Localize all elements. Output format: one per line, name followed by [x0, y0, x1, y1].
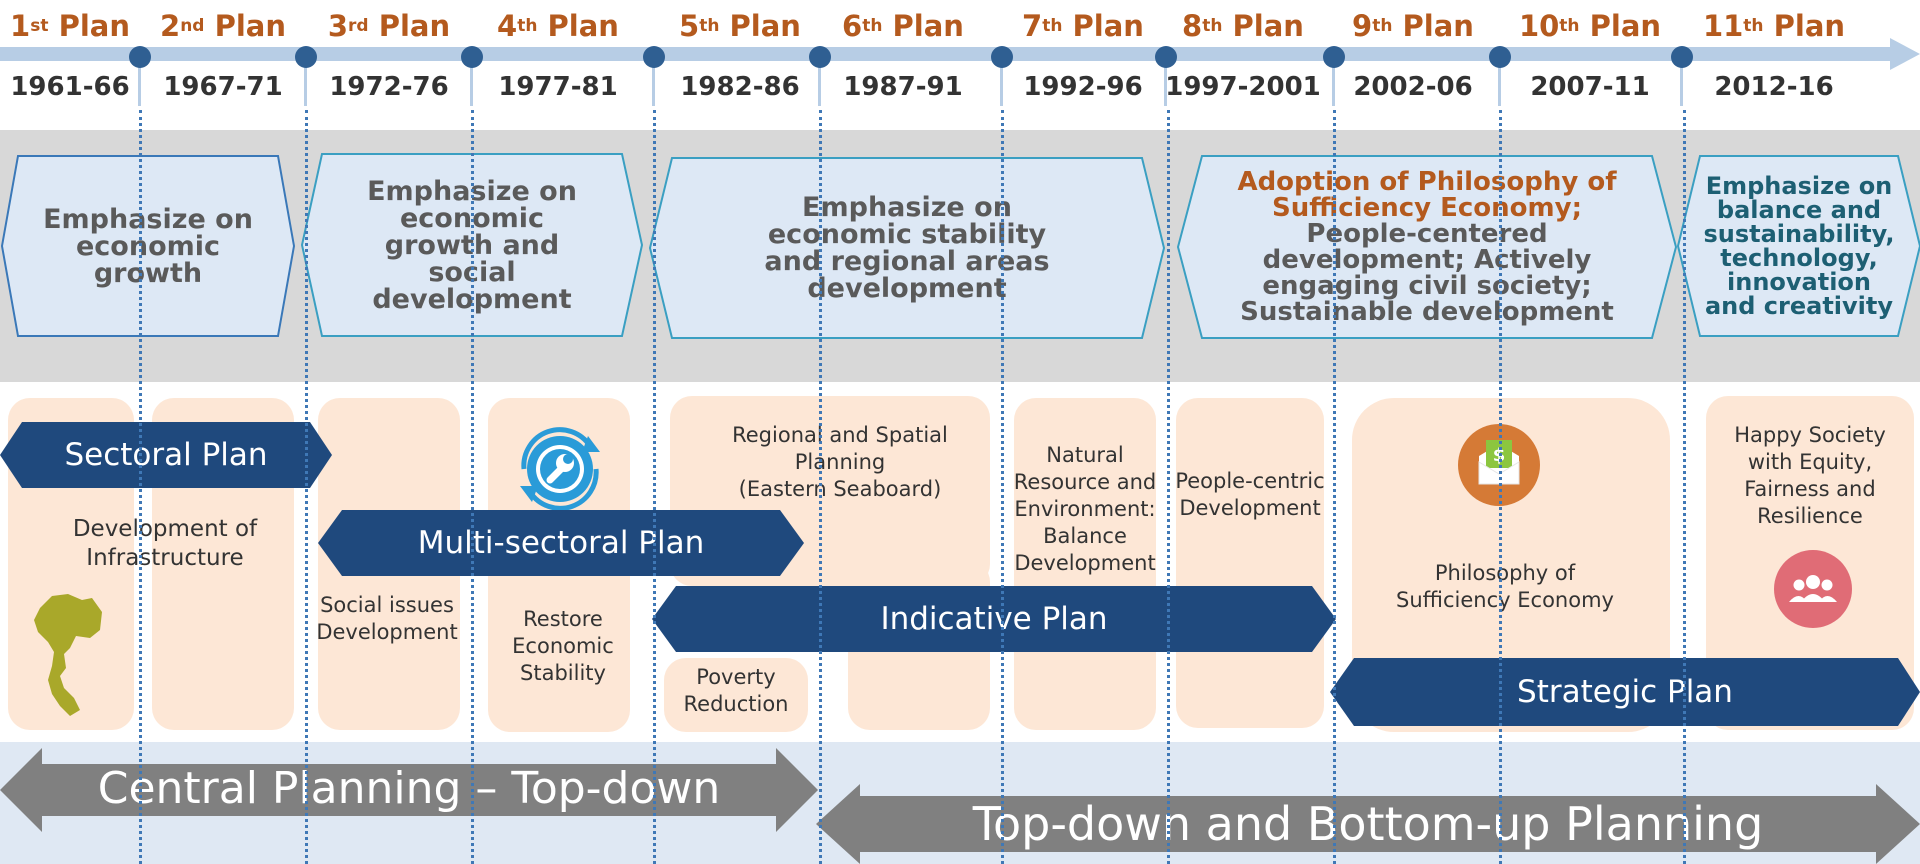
sectoral-plan-label: Sectoral Plan	[64, 437, 268, 473]
emphasis-text: Emphasize on economic growth	[43, 203, 253, 289]
plan-years-11: 2012-16	[1714, 72, 1834, 102]
timeline-dot	[1323, 46, 1345, 68]
indicative-plan-label: Indicative Plan	[880, 601, 1108, 637]
multisectoral-plan-arrow: Multi-sectoral Plan	[318, 510, 804, 576]
focus-text-regional: Regional and Spatial Planning (Eastern S…	[732, 423, 948, 501]
timeline-dot	[1671, 46, 1693, 68]
emphasis-text: People-centered development; Actively en…	[1240, 219, 1614, 327]
central-planning-label: Central Planning – Top-down	[97, 762, 721, 814]
focus-card	[1176, 398, 1324, 728]
timeline-tick	[1680, 62, 1683, 106]
focus-card	[664, 658, 808, 732]
plan-years-5: 1982-86	[680, 72, 800, 102]
focus-text-natural: Natural Resource and Environment: Balanc…	[1013, 443, 1157, 575]
focus-text-restore: Restore Economic Stability	[512, 607, 614, 685]
plan-years-10: 2007-11	[1530, 72, 1650, 102]
timeline-tick	[1332, 62, 1335, 106]
plan-divider	[819, 110, 822, 864]
emphasis-hexagon-1: Emphasize on economic growth	[0, 155, 296, 337]
focus-text-infrastructure: Development of Infrastructure	[72, 516, 258, 572]
timeline-tick	[304, 62, 307, 106]
plan-years-2: 1967-71	[163, 72, 283, 102]
emphasis-text: Emphasize on economic stability and regi…	[764, 192, 1050, 304]
wrench-cycle-icon	[510, 424, 610, 514]
people-group-icon	[1774, 550, 1852, 628]
timeline-arrow	[0, 38, 1920, 70]
thailand-map-icon	[34, 594, 102, 716]
plan-divider	[1001, 110, 1004, 864]
timeline-dot	[991, 46, 1013, 68]
timeline-dot	[643, 46, 665, 68]
timeline-dot	[461, 46, 483, 68]
timeline-dot	[295, 46, 317, 68]
timeline-tick	[470, 62, 473, 106]
timeline-dot	[809, 46, 831, 68]
plan-divider	[1499, 110, 1502, 864]
emphasis-text: Emphasize on economic growth and social …	[367, 175, 577, 315]
focus-text-social: Social issues Development	[316, 593, 458, 644]
emphasis-hexagon-4: Adoption of Philosophy of Sufficiency Ec…	[1176, 155, 1678, 339]
plan-years-7: 1992-96	[1023, 72, 1143, 102]
emphasis-accent-text: Adoption of Philosophy of Sufficiency Ec…	[1237, 167, 1617, 223]
plan-years-3: 1972-76	[329, 72, 449, 102]
focus-card	[1014, 398, 1156, 730]
focus-text-sufficiency: Philosophy of Sufficiency Economy	[1396, 561, 1614, 612]
plan-divider	[1683, 110, 1686, 864]
timeline-tick	[1000, 62, 1003, 106]
emphasis-text: Emphasize on balance and sustainability,…	[1703, 172, 1895, 320]
timeline-tick	[1164, 62, 1167, 106]
plan-years-9: 2002-06	[1353, 72, 1473, 102]
timeline-tick	[818, 62, 821, 106]
emphasis-hexagon-3: Emphasize on economic stability and regi…	[648, 157, 1166, 339]
multisectoral-plan-label: Multi-sectoral Plan	[417, 525, 705, 561]
plan-years-8: 1997-2001	[1165, 72, 1321, 102]
plan-divider	[1167, 110, 1170, 864]
focus-text-people: People-centric Development	[1175, 469, 1325, 520]
timeline-tick	[1498, 62, 1501, 106]
timeline-dot	[1155, 46, 1177, 68]
focus-text-happy: Happy Society with Equity, Fairness and …	[1734, 423, 1886, 528]
strategic-plan-arrow: Strategic Plan	[1330, 658, 1920, 726]
plan-years-1: 1961-66	[10, 72, 130, 102]
timeline-dot	[129, 46, 151, 68]
strategic-plan-label: Strategic Plan	[1517, 674, 1733, 710]
central-planning-arrow: Central Planning – Top-down	[0, 748, 818, 832]
plan-years-4: 1977-81	[498, 72, 618, 102]
timeline-dot	[1489, 46, 1511, 68]
plan-years-6: 1987-91	[843, 72, 963, 102]
top-down-bottom-up-label: Top-down and Bottom-up Planning	[972, 797, 1764, 851]
sectoral-plan-arrow: Sectoral Plan	[0, 422, 332, 488]
timeline-tick	[138, 62, 141, 106]
plan-divider	[139, 110, 142, 864]
indicative-plan-arrow: Indicative Plan	[652, 586, 1336, 652]
timeline-tick	[652, 62, 655, 106]
emphasis-hexagon-5: Emphasize on balance and sustainability,…	[1676, 155, 1920, 337]
top-down-bottom-up-arrow: Top-down and Bottom-up Planning	[816, 784, 1920, 864]
plan-divider	[305, 110, 308, 864]
plan-divider	[1333, 110, 1336, 864]
focus-text-poverty: Poverty Reduction	[683, 665, 789, 716]
plan-divider	[653, 110, 656, 864]
plan-divider	[471, 110, 474, 864]
